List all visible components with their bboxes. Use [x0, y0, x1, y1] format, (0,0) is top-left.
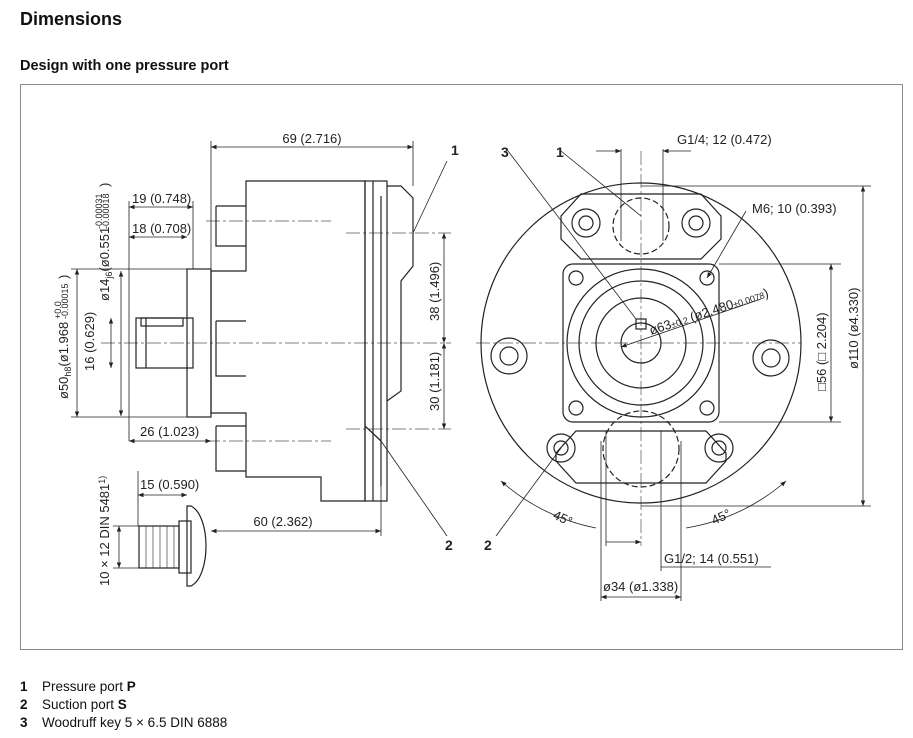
svg-text:-0.00031: -0.00031: [94, 193, 104, 229]
section-title: Design with one pressure port: [20, 58, 229, 74]
dim-key-height: 16 (0.629): [82, 312, 97, 371]
callout-woodruff-key: 3: [501, 144, 509, 160]
svg-text:-0.00015: -0.00015: [60, 283, 70, 319]
dim-bore-diameter: ø63±0.2(ø2.480±0.0078): [647, 285, 770, 338]
dim-15: 15 (0.590): [140, 477, 199, 492]
dim-angle-right: 45°: [709, 506, 733, 528]
callout-pressure-port-front: 1: [556, 144, 564, 160]
svg-text:): ): [97, 183, 112, 187]
dim-suction-thread: G1/2; 14 (0.551): [664, 551, 759, 566]
dim-spline: 10 × 12 DIN 54811): [97, 476, 112, 586]
front-view: [476, 148, 871, 601]
shaft-bore: [620, 322, 662, 364]
dim-mount-thread: M6; 10 (0.393): [752, 201, 837, 216]
dim-port-offset-38: 38 (1.496): [427, 262, 442, 321]
square-mount: [562, 263, 720, 423]
drawing-frame: 69 (2.716) 19 (0.748) 18 (0.708) ø14j6(ø…: [20, 84, 903, 650]
page-title: Dimensions: [20, 9, 123, 29]
svg-text:-0.00018: -0.00018: [101, 193, 111, 229]
dim-angle-left: 45°: [551, 507, 575, 529]
dim-overall-length: 69 (2.716): [282, 131, 341, 146]
spline-shaft: [138, 525, 180, 569]
dim-port-offset-30: 30 (1.181): [427, 352, 442, 411]
svg-text:): ): [56, 275, 71, 279]
side-view: [71, 141, 451, 587]
dim-square: □56 (□ 2.204): [814, 312, 829, 391]
dim-shoulder-19: 19 (0.748): [132, 191, 191, 206]
pump-body: [210, 180, 366, 502]
flange-outline: [480, 182, 802, 504]
front-view-labels: G1/4; 12 (0.472) M6; 10 (0.393) ø63±0.2(…: [484, 132, 861, 594]
svg-text:+0.0: +0.0: [53, 301, 63, 319]
callout-suction-port-front: 2: [484, 537, 492, 553]
dim-pressure-thread: G1/4; 12 (0.472): [677, 132, 772, 147]
callout-pressure-port-side: 1: [451, 142, 459, 158]
dim-shoulder-18: 18 (0.708): [132, 221, 191, 236]
dim-suction-diameter: ø34 (ø1.338): [603, 579, 678, 594]
callout-suction-port-side: 2: [445, 537, 453, 553]
dim-pilot-diameter: ø50h8(ø1.968: [56, 322, 73, 399]
side-view-labels: 69 (2.716) 19 (0.748) 18 (0.708) ø14j6(ø…: [53, 131, 459, 586]
pressure-port-boss: [386, 185, 414, 402]
woodruff-key: [140, 317, 184, 327]
mounting-flange: [364, 180, 388, 502]
dim-flange-diameter: ø110 (ø4.330): [846, 288, 861, 369]
dim-shaft-diameter: ø14j6(ø0.551: [97, 227, 114, 301]
dim-60: 60 (2.362): [253, 514, 312, 529]
dim-26: 26 (1.023): [140, 424, 199, 439]
